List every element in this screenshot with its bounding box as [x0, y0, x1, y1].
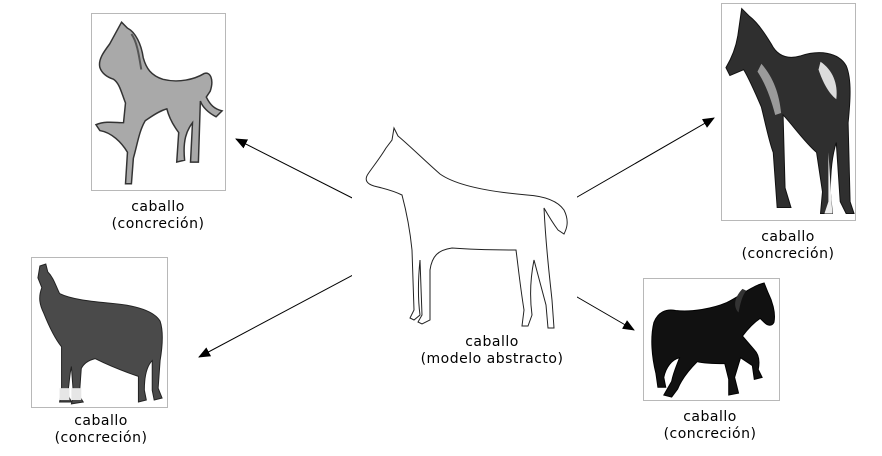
pinto-horse-icon — [725, 7, 855, 214]
bottom-right-caption: caballo (concreción) — [640, 409, 780, 443]
center-caption: caballo (modelo abstracto) — [392, 334, 592, 368]
pinto-horse-image — [721, 3, 856, 221]
abstract-horse-image — [352, 100, 577, 332]
dark-horse-image — [31, 257, 168, 408]
bottom-right-caption-line2: (concreción) — [663, 426, 757, 442]
top-right-caption-line1: caballo — [761, 229, 815, 245]
center-caption-line1: caballo — [465, 334, 519, 350]
top-left-caption: caballo (concreción) — [88, 199, 228, 233]
black-horse-image — [643, 278, 780, 401]
top-right-caption-line2: (concreción) — [741, 246, 835, 262]
dark-horse-icon — [37, 263, 163, 405]
black-horse-icon — [651, 282, 775, 398]
center-caption-line2: (modelo abstracto) — [420, 351, 564, 367]
grey-horse-icon — [94, 20, 224, 185]
arrow-to-top-right — [571, 117, 715, 201]
bottom-left-caption: caballo (concreción) — [31, 413, 171, 447]
bottom-right-caption-line1: caballo — [683, 409, 737, 425]
bottom-left-caption-line1: caballo — [74, 413, 128, 429]
top-right-caption: caballo (concreción) — [718, 229, 858, 263]
grey-horse-image — [91, 13, 226, 191]
bottom-left-caption-line2: (concreción) — [54, 430, 148, 446]
top-left-caption-line1: caballo — [131, 199, 185, 215]
horse-outline-icon — [365, 126, 568, 329]
top-left-caption-line2: (concreción) — [111, 216, 205, 232]
